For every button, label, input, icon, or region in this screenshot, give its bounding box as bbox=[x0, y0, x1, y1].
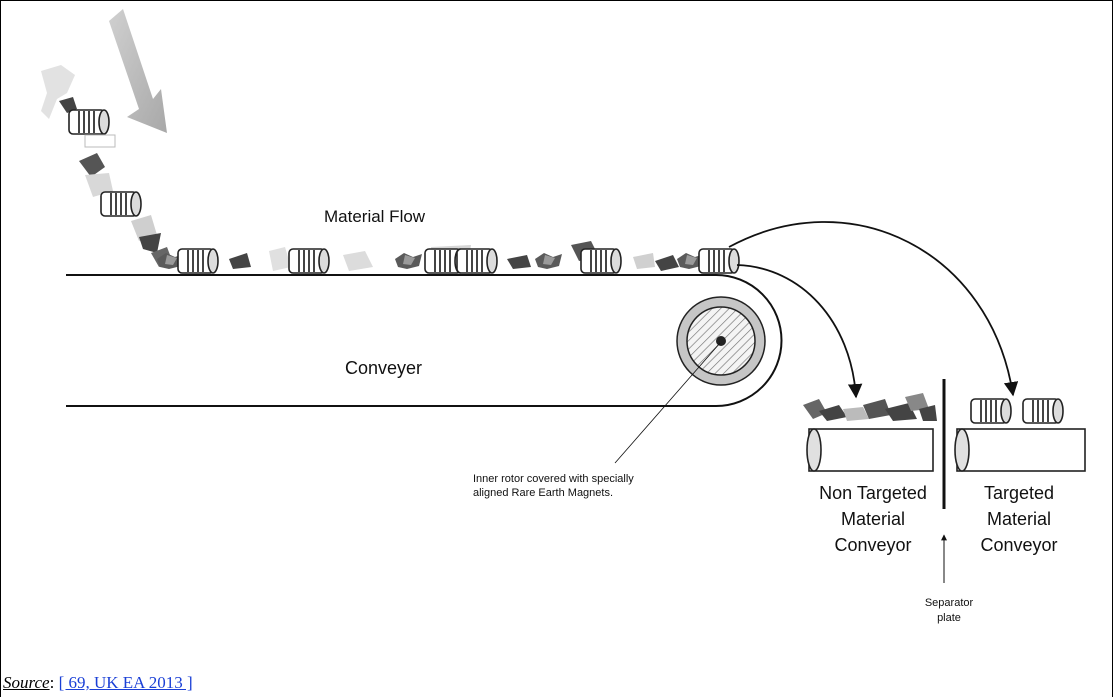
conveyer-label: Conveyer bbox=[345, 358, 422, 378]
separator-diagram: Material Flow Conveyer Inner rotor cover… bbox=[41, 9, 1086, 624]
source-citation: Source: [ 69, UK EA 2013 ] bbox=[3, 673, 193, 693]
source-label: Source bbox=[3, 673, 50, 692]
source-separator: : bbox=[49, 673, 59, 692]
direction-arrow bbox=[109, 9, 167, 133]
source-reference-link[interactable]: [ 69, UK EA 2013 ] bbox=[58, 673, 193, 692]
non-targeted-label-line1: Non Targeted bbox=[819, 483, 927, 503]
rotor-note-line1: Inner rotor covered with specially bbox=[473, 473, 634, 485]
separator-label-line1: Separator bbox=[925, 597, 974, 609]
rotor-leader-line bbox=[614, 342, 721, 464]
separator-label-line2: plate bbox=[937, 612, 961, 624]
main-conveyor bbox=[66, 274, 783, 407]
conveyor-material bbox=[157, 241, 740, 274]
targeted-label-line2: Material bbox=[987, 509, 1051, 529]
targeted-label-line1: Targeted bbox=[984, 483, 1054, 503]
non-targeted-label-line2: Material bbox=[841, 509, 905, 529]
rotor-note-line2: aligned Rare Earth Magnets. bbox=[473, 487, 613, 499]
material-flow-label: Material Flow bbox=[324, 207, 426, 226]
trajectory-arrows bbox=[728, 221, 1019, 399]
non-targeted-label-line3: Conveyor bbox=[834, 535, 911, 555]
targeted-conveyor bbox=[954, 398, 1086, 472]
targeted-label-line3: Conveyor bbox=[980, 535, 1057, 555]
magnetic-drum bbox=[676, 296, 766, 386]
non-targeted-conveyor bbox=[803, 393, 937, 472]
falling-material bbox=[41, 65, 173, 267]
